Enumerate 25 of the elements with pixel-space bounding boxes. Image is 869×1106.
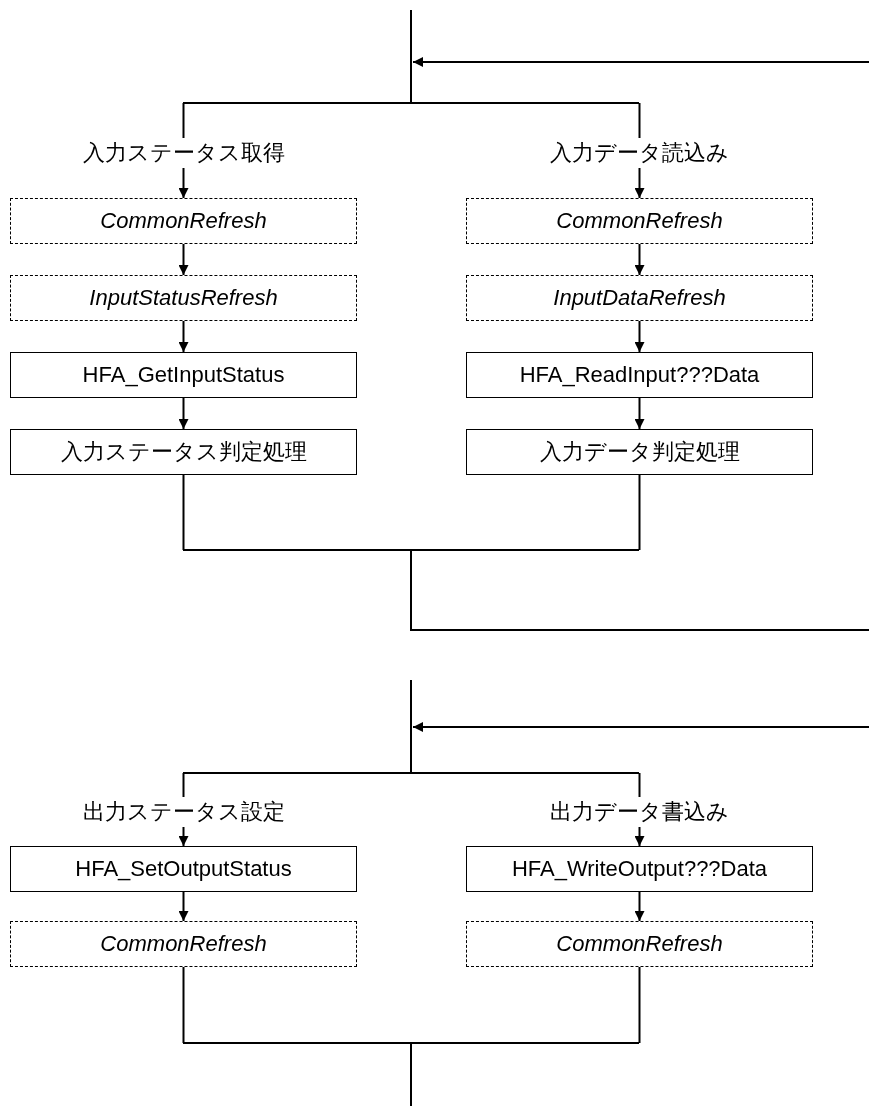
subroutine-box: CommonRefresh bbox=[10, 921, 357, 967]
arrow bbox=[634, 397, 645, 430]
process-box: 入力データ判定処理 bbox=[466, 429, 813, 475]
subroutine-box: CommonRefresh bbox=[466, 198, 813, 244]
process-box: HFA_SetOutputStatus bbox=[10, 846, 357, 892]
connector-line bbox=[182, 474, 185, 551]
edge-label: 入力ステータス取得 bbox=[80, 137, 287, 168]
connector-line bbox=[182, 966, 185, 1044]
subroutine-box: InputDataRefresh bbox=[466, 275, 813, 321]
connector-line bbox=[638, 474, 641, 551]
subroutine-box: CommonRefresh bbox=[10, 198, 357, 244]
connector-line bbox=[638, 966, 641, 1044]
process-box: HFA_GetInputStatus bbox=[10, 352, 357, 398]
process-box: HFA_ReadInput???Data bbox=[466, 352, 813, 398]
arrow bbox=[634, 320, 645, 353]
arrow bbox=[178, 891, 189, 922]
arrow bbox=[178, 243, 189, 276]
arrow bbox=[634, 243, 645, 276]
process-box: HFA_WriteOutput???Data bbox=[466, 846, 813, 892]
arrow bbox=[178, 397, 189, 430]
subroutine-box: InputStatusRefresh bbox=[10, 275, 357, 321]
arrow bbox=[178, 320, 189, 353]
process-box: 入力ステータス判定処理 bbox=[10, 429, 357, 475]
arrow bbox=[634, 891, 645, 922]
subroutine-box: CommonRefresh bbox=[466, 921, 813, 967]
